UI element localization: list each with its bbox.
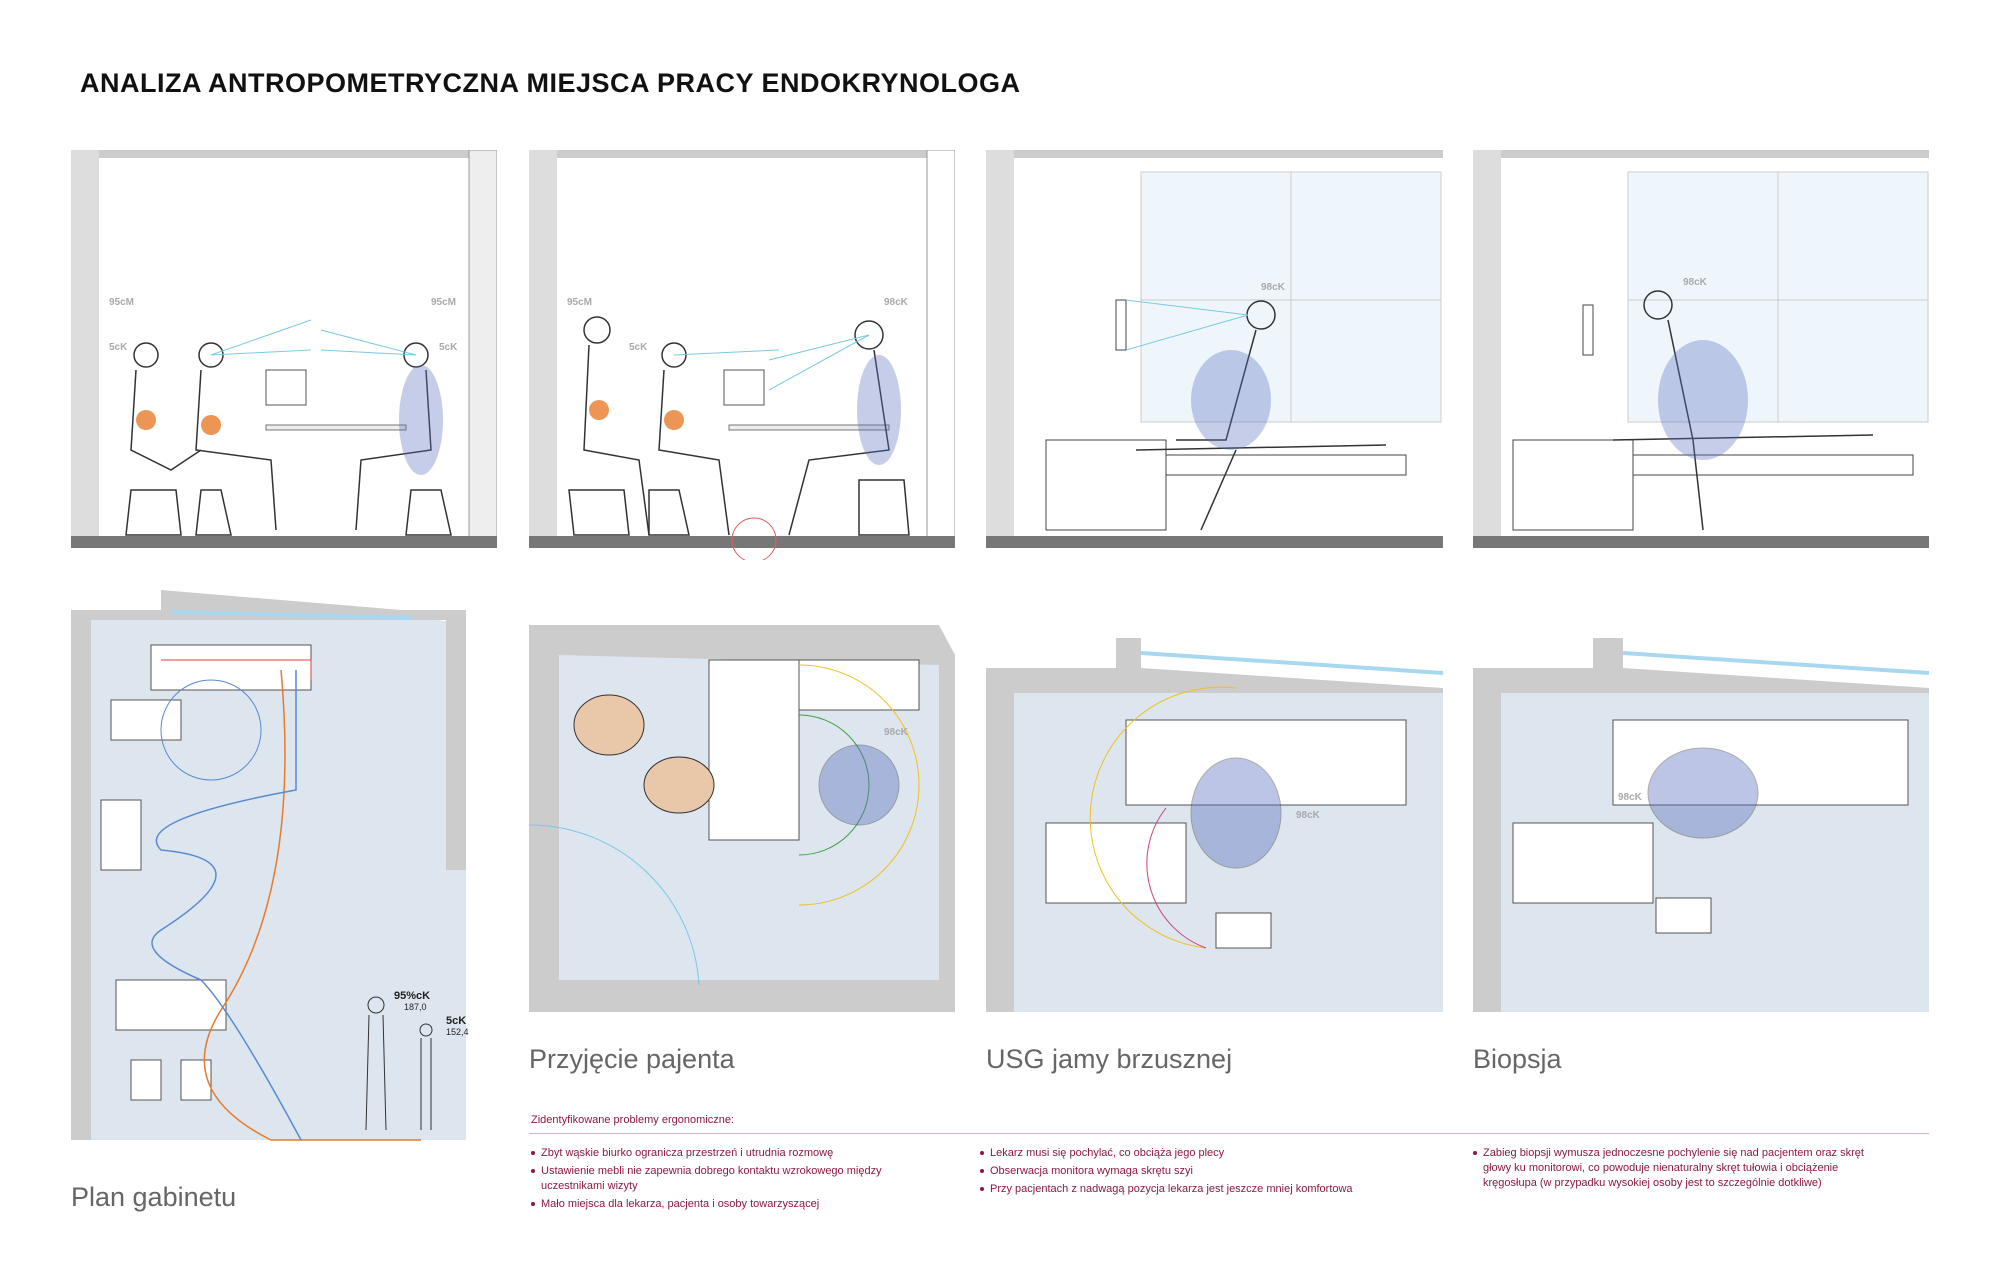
figure-short-height: 152,4 bbox=[446, 1027, 469, 1037]
figure-tall-label: 95%cK bbox=[394, 990, 431, 1002]
svg-text:98cK: 98cK bbox=[1296, 810, 1321, 821]
divider bbox=[529, 1133, 1929, 1134]
elevation-consultation-2: 95cM 5cK 98cK bbox=[529, 150, 955, 560]
problems-biopsy-list: Zabieg biopsji wymusza jednoczesne pochy… bbox=[1471, 1146, 1871, 1194]
list-item: Ustawienie mebli nie zapewnia dobrego ko… bbox=[529, 1164, 909, 1194]
label-98cK: 98cK bbox=[884, 297, 909, 308]
label-98cK: 98cK bbox=[1261, 282, 1286, 293]
elevation-usg: 98cK bbox=[986, 150, 1443, 548]
caption-usg: USG jamy brzusznej bbox=[986, 1044, 1233, 1074]
list-item: Mało miejsca dla lekarza, pacjenta i oso… bbox=[529, 1197, 909, 1212]
problems-heading: Zidentyfikowane problemy ergonomiczne: bbox=[531, 1114, 734, 1126]
plan-intake: 98cK bbox=[529, 625, 955, 1012]
list-item: Zbyt wąskie biurko ogranicza przestrzeń … bbox=[529, 1146, 909, 1161]
label-95cM: 95cM bbox=[567, 297, 592, 308]
caption-intake: Przyjęcie pajenta bbox=[529, 1044, 735, 1074]
problems-intake-list: Zbyt wąskie biurko ogranicza przestrzeń … bbox=[529, 1146, 909, 1215]
list-item: Lekarz musi się pochylać, co obciąża jeg… bbox=[978, 1146, 1418, 1161]
floor-plan: 95%cK 187,0 5cK 152,4 bbox=[71, 590, 471, 1150]
caption-plan: Plan gabinetu bbox=[71, 1182, 237, 1212]
elevation-consultation-1: 95cM 5cK 95cM 5cK bbox=[71, 150, 497, 548]
page-title: ANALIZA ANTROPOMETRYCZNA MIEJSCA PRACY E… bbox=[80, 68, 1021, 98]
elevation-biopsy: 98cK bbox=[1473, 150, 1929, 548]
figure-short-label: 5cK bbox=[446, 1015, 467, 1027]
label-5cK: 5cK bbox=[629, 342, 648, 353]
problems-usg-list: Lekarz musi się pochylać, co obciąża jeg… bbox=[978, 1146, 1418, 1200]
label-95cM: 95cM bbox=[109, 297, 134, 308]
plan-usg: 98cK bbox=[986, 638, 1443, 1012]
label-5cK: 5cK bbox=[439, 342, 458, 353]
svg-text:98cK: 98cK bbox=[884, 727, 909, 738]
list-item: Obserwacja monitora wymaga skrętu szyi bbox=[978, 1164, 1418, 1179]
label-95cM: 95cM bbox=[431, 297, 456, 308]
caption-biopsy: Biopsja bbox=[1473, 1044, 1562, 1074]
svg-text:98cK: 98cK bbox=[1618, 792, 1643, 803]
list-item: Przy pacjentach z nadwagą pozycja lekarz… bbox=[978, 1182, 1418, 1197]
list-item: Zabieg biopsji wymusza jednoczesne pochy… bbox=[1471, 1146, 1871, 1191]
label-5cK: 5cK bbox=[109, 342, 128, 353]
label-98cK: 98cK bbox=[1683, 277, 1708, 288]
figure-tall-height: 187,0 bbox=[404, 1002, 427, 1012]
plan-biopsy: 98cK bbox=[1473, 638, 1929, 1012]
